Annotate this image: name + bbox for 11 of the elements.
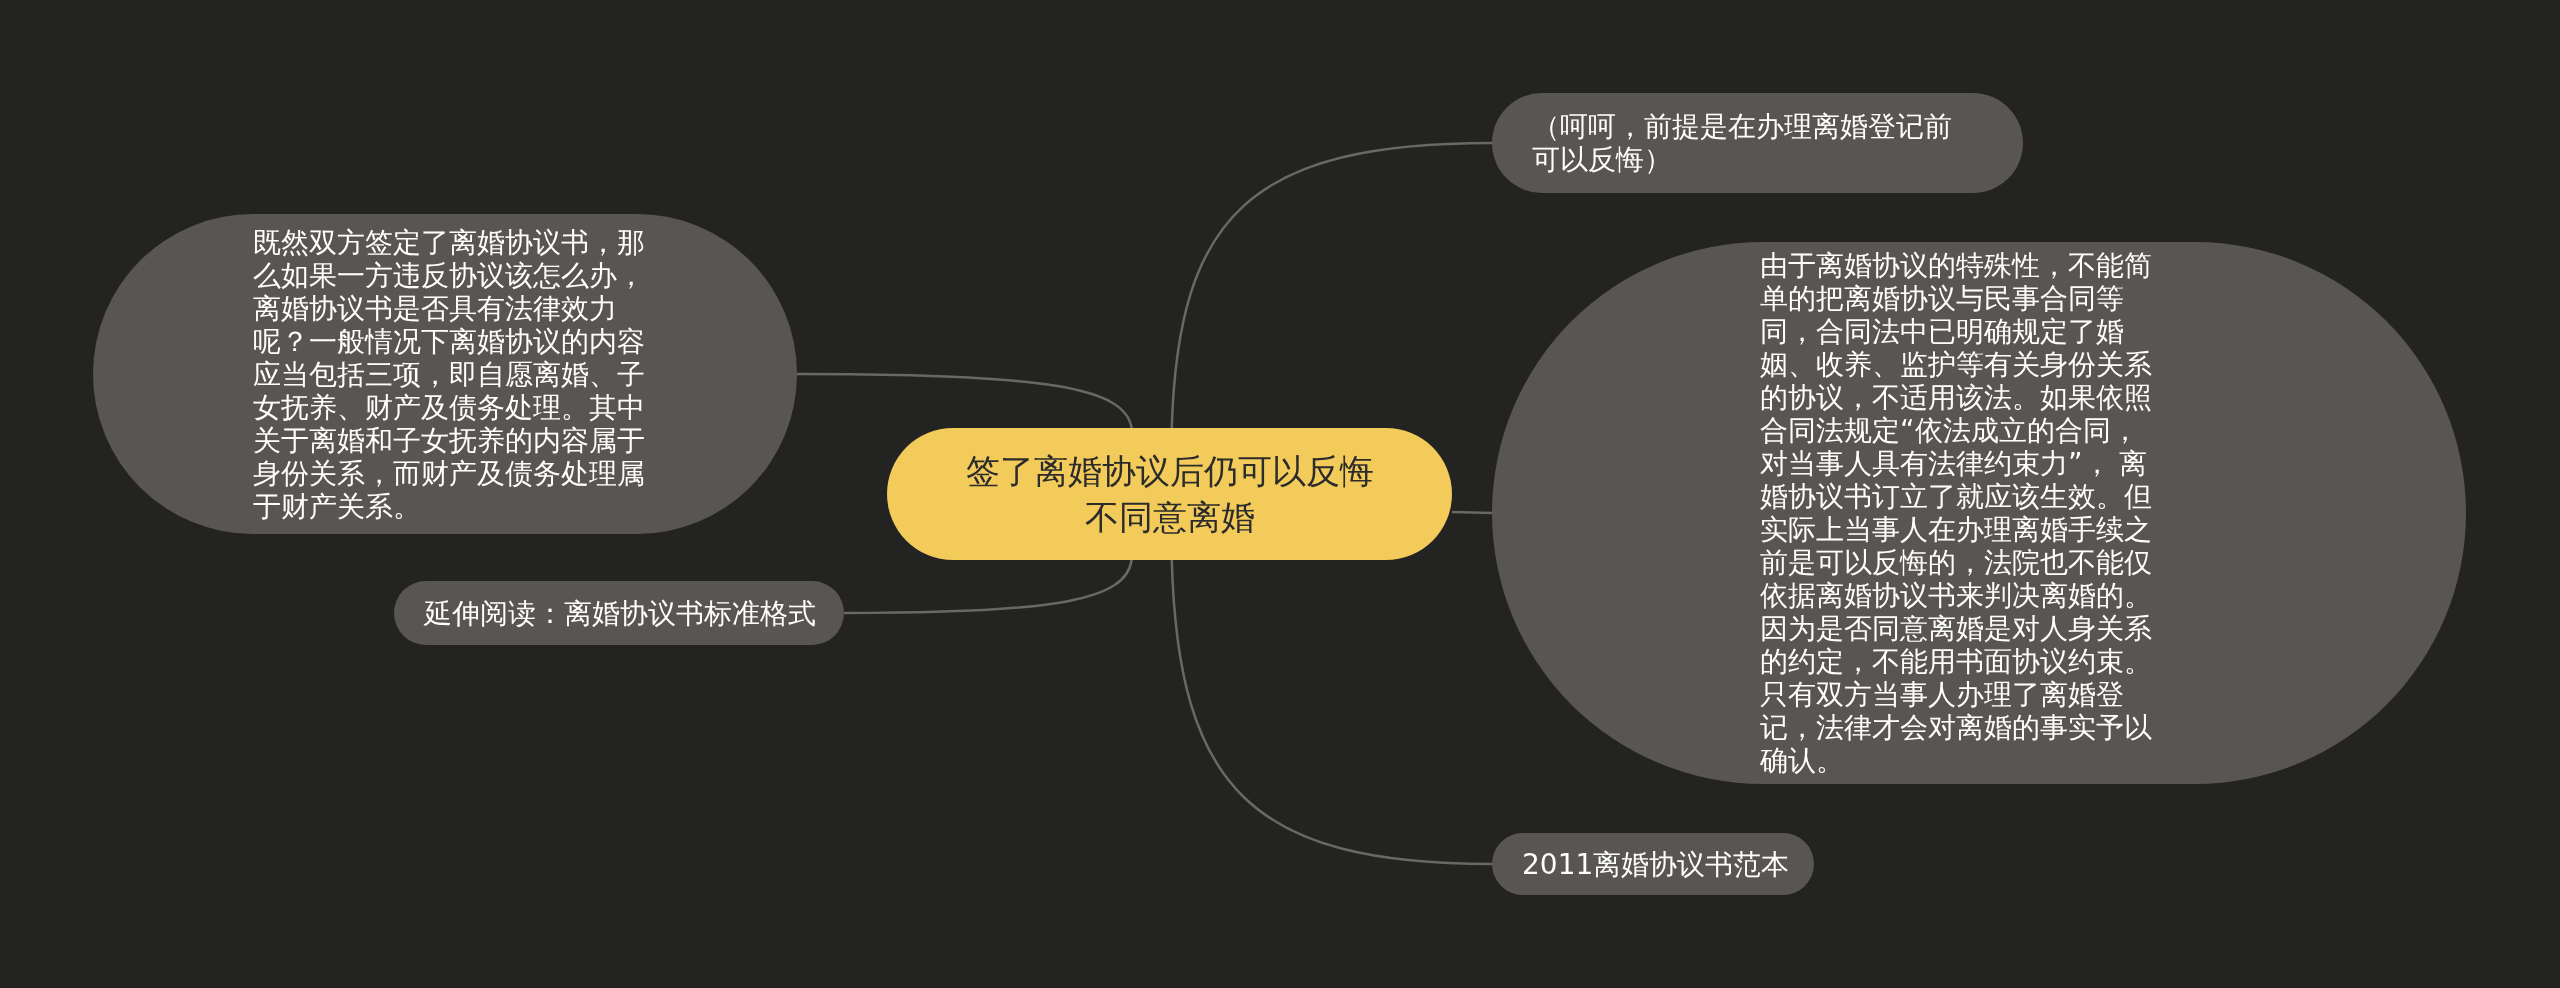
connector-line bbox=[1170, 559, 1493, 866]
node-text: 由于离婚协议的特殊性，不能简单的把离婚协议与民事合同等同，合同法中已明确规定了婚姻、收养、监护等有关身份关系的协议，不适用该法。如果依照合同法规定“依法成立的合同，对当事人具有法律约束力”， 离婚协议书订立了就应该生效。但实际上当事人在办理离婚手续之前是可以反悔的，法院也不能仅依据离婚协议书来判决离婚的。因为是否同意离婚是对人身关系的约定，不能用书面协议约束。只有双方当事人办理了离婚登记，法律才会对离婚的事实予以确认。 bbox=[1760, 249, 2153, 777]
connector-line bbox=[1170, 141, 1493, 429]
node-text: 延伸阅读：离婚协议书标准格式 bbox=[424, 596, 817, 630]
node-text: 既然双方签定了离婚协议书，那么如果一方违反协议该怎么办，离婚协议书是否具有法律效力呢？一般情况下离婚协议的内容应当包括三项，即自愿离婚、子女抚养、财产及债务处理。其中关于离婚和子女抚养的内容属于身份关系，而财产及债务处理属于财产关系。 bbox=[253, 225, 646, 523]
connector-line bbox=[797, 372, 1133, 429]
node-text: （呵呵，前提是在办理离婚登记前可以反悔） bbox=[1532, 110, 1953, 176]
node-text: 签了离婚协议后仍可以反悔不同意离婚 bbox=[964, 450, 1375, 539]
connector-line bbox=[844, 559, 1133, 615]
connector-line bbox=[1451, 510, 1493, 515]
node-text: 2011离婚协议书范本 bbox=[1522, 847, 1791, 881]
